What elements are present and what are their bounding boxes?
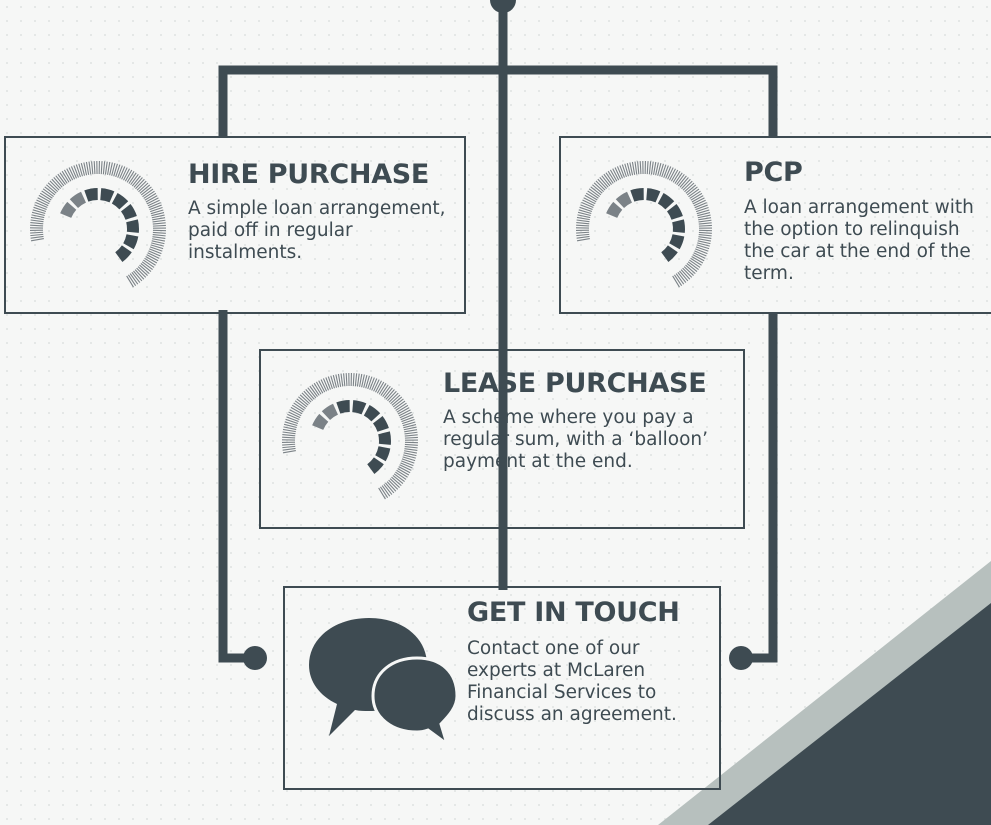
card-lease-purchase: LEASE PURCHASE A scheme where you pay a …	[259, 349, 745, 529]
gauge-icon	[29, 160, 166, 288]
gauge-icon	[281, 372, 418, 500]
card-get-in-touch: GET IN TOUCH Contact one of our experts …	[283, 586, 721, 790]
gauge-icon	[575, 160, 712, 288]
card-title: HIRE PURCHASE	[188, 159, 430, 190]
card-description: A scheme where you pay a regular sum, wi…	[443, 407, 708, 472]
card-title: PCP	[744, 157, 803, 188]
card-pcp: PCP A loan arrangement with the option t…	[559, 136, 991, 314]
card-description: Contact one of our experts at McLaren Fi…	[467, 638, 677, 725]
speech-bubbles-icon	[309, 618, 457, 740]
card-description: A loan arrangement with the option to re…	[744, 197, 974, 284]
card-hire-purchase: HIRE PURCHASE A simple loan arrangement,…	[4, 136, 466, 314]
card-description: A simple loan arrangement, paid off in r…	[188, 198, 446, 263]
card-title: LEASE PURCHASE	[443, 368, 707, 399]
card-title: GET IN TOUCH	[467, 597, 680, 628]
